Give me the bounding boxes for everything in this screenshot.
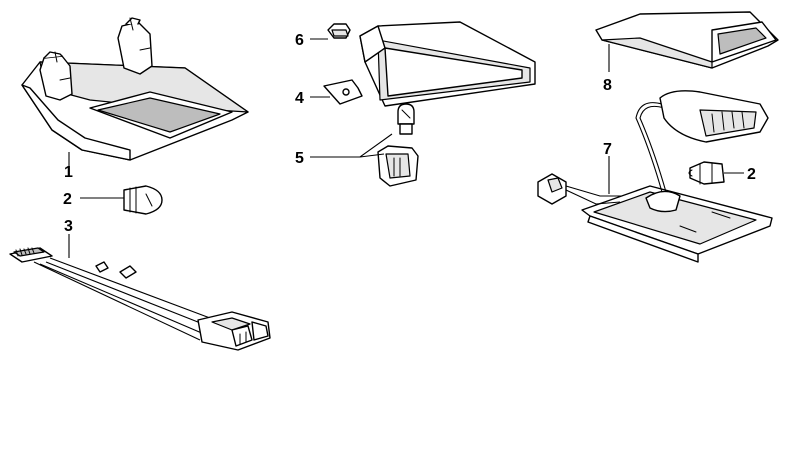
bulb-part-2-left: [123, 185, 163, 215]
svg-text:3: 3: [64, 218, 73, 235]
callout-3: 3: [64, 218, 73, 258]
callout-4: 4: [295, 90, 330, 107]
callout-7: 7: [603, 141, 612, 194]
bulb-part-2-right: [688, 161, 725, 185]
callout-6: 6: [295, 32, 328, 49]
svg-text:5: 5: [295, 150, 304, 167]
svg-text:2: 2: [63, 191, 72, 208]
brake-light-housing-part-1: [21, 17, 249, 161]
svg-text:8: 8: [603, 77, 612, 94]
bulb-socket-part-5: [377, 103, 419, 187]
callout-8: 8: [603, 44, 612, 94]
bulb-carrier-part-7: [537, 90, 773, 263]
svg-text:1: 1: [64, 164, 73, 181]
svg-text:4: 4: [295, 90, 304, 107]
callout-2-left: 2: [63, 191, 124, 208]
svg-text:7: 7: [603, 141, 612, 158]
callout-5: 5: [295, 133, 393, 167]
wiring-harness-part-3: [9, 247, 271, 351]
callout-1: 1: [64, 152, 73, 181]
svg-text:2: 2: [747, 166, 756, 183]
nut-part-6: [327, 23, 351, 39]
light-cover-part-8: [595, 11, 779, 69]
svg-text:6: 6: [295, 32, 304, 49]
callout-2-right: 2: [724, 166, 756, 183]
brake-light-lens-part-4: [323, 21, 536, 107]
